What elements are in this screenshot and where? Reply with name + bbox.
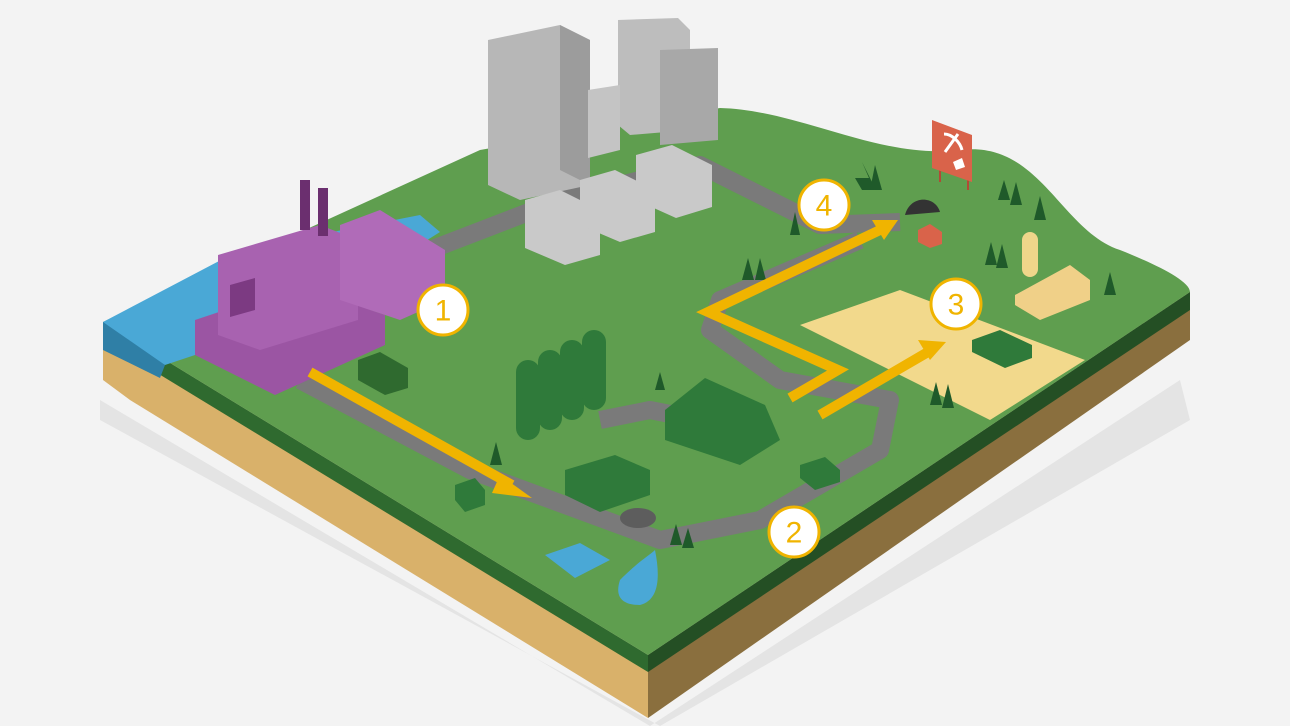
marker-1-label: 1 — [435, 295, 452, 328]
tanker-truck — [358, 352, 408, 395]
arrow-heads — [492, 220, 946, 498]
rocks — [620, 508, 656, 528]
topsoil-right — [648, 292, 1190, 672]
flow-arrows — [307, 225, 931, 490]
arrowhead — [918, 340, 946, 360]
arrow-1-to-2 — [307, 367, 515, 490]
marker-1: 1 — [416, 283, 470, 337]
topsoil-left — [103, 322, 648, 672]
arrowhead — [492, 475, 532, 498]
mine-tunnel — [905, 199, 940, 215]
barn — [1015, 265, 1090, 320]
factory — [195, 180, 445, 395]
arrow-2-to-4 — [696, 225, 883, 403]
treatment-facility — [455, 330, 840, 512]
trees — [490, 162, 1116, 548]
mine-hut — [918, 224, 942, 248]
crop-field — [800, 290, 1085, 420]
mine-sign — [932, 120, 972, 190]
tractor — [972, 330, 1032, 368]
city-buildings — [488, 18, 718, 265]
marker-2-label: 2 — [786, 517, 803, 550]
pickaxe-icon — [943, 132, 965, 170]
marker-4: 4 — [797, 178, 851, 232]
pond — [545, 543, 610, 578]
arrowhead — [872, 220, 898, 240]
silo-farm — [1022, 232, 1038, 277]
marker-3: 3 — [929, 277, 983, 331]
river-edge — [103, 322, 165, 378]
marker-3-label: 3 — [948, 289, 965, 322]
marker-2: 2 — [767, 505, 821, 559]
stream — [618, 550, 658, 605]
arrow-2-to-3 — [817, 347, 931, 420]
marker-4-label: 4 — [816, 190, 833, 223]
